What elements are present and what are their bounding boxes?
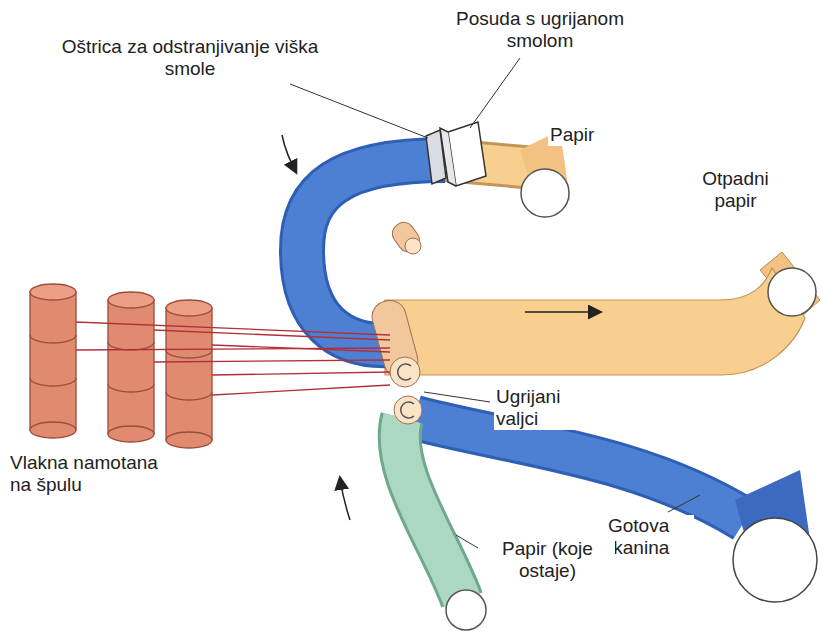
waste-paper (385, 252, 820, 375)
bottom-paper (400, 418, 486, 630)
part-label: Gotova tkanina (606, 515, 694, 559)
resin-container (426, 122, 486, 186)
guide-roller (388, 218, 423, 255)
part-label: Papir (koje ostaje) (480, 538, 615, 582)
part-label: Posuda s ugrijanom smolom (425, 8, 655, 52)
part-label: Otpadni papir (688, 168, 783, 212)
fiber-spools (30, 284, 212, 448)
part-label: Papir (548, 124, 618, 146)
finished-cloth (415, 418, 817, 602)
direction-arrows (282, 135, 600, 520)
part-label: Oštrica za odstranjivanje viška smole (55, 36, 325, 80)
leader-lines (290, 58, 700, 548)
fibers (76, 322, 390, 395)
part-label: Vlakna namotana na špulu (8, 452, 173, 496)
part-label: Ugrijani valjci (494, 386, 582, 430)
